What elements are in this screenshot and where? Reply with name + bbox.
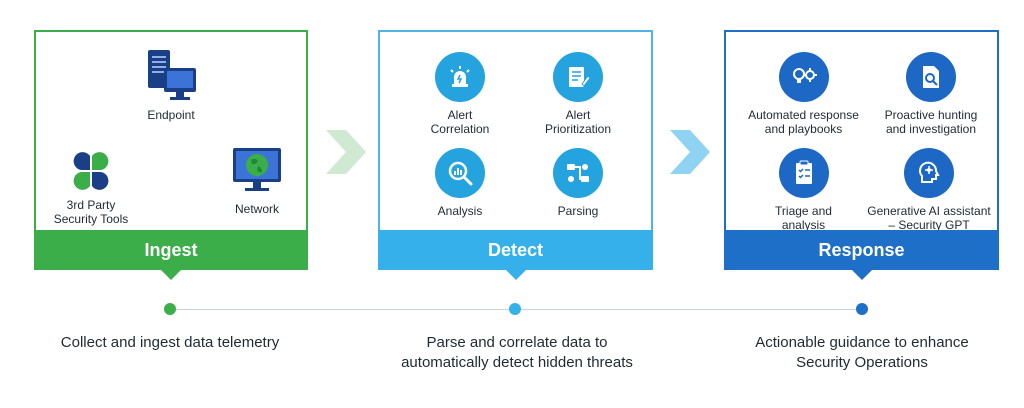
response-banner: Response [724, 230, 999, 280]
response-panel: Automated response and playbooks Proacti… [724, 30, 1000, 280]
globe-monitor-icon [233, 148, 281, 191]
endpoint-item: Endpoint [136, 48, 206, 122]
magnifier-chart-icon [435, 148, 485, 198]
alert-prioritization-item: Alert Prioritization [530, 52, 626, 136]
automated-response-item: Automated response and playbooks [736, 52, 871, 136]
analysis-item: Analysis [415, 148, 505, 218]
detect-banner: Detect [378, 230, 653, 280]
automated-response-label: Automated response and playbooks [748, 108, 859, 136]
response-timeline-dot [856, 303, 868, 315]
proactive-hunting-label: Proactive hunting and investigation [884, 108, 978, 136]
triage-label: Triage and analysis [775, 204, 832, 232]
bulb-gear-icon [778, 52, 829, 102]
third-party-label: 3rd Party Security Tools [53, 198, 129, 226]
chevron-right-icon [326, 130, 366, 174]
ingest-panel: Endpoint 3rd Party Security Tools Networ… [34, 30, 308, 280]
ingest-description: Collect and ingest data telemetry [60, 334, 280, 351]
detect-timeline-dot [509, 303, 521, 315]
detect-panel: Alert Correlation Alert Prioritization A… [378, 30, 653, 280]
ingest-timeline-dot [164, 303, 176, 315]
triage-item: Triage and analysis [751, 148, 856, 232]
generative-ai-label: Generative AI assistant – Security GPT [867, 204, 991, 232]
document-search-icon [906, 52, 956, 102]
network-label: Network [234, 202, 279, 216]
alarm-icon [435, 52, 485, 102]
ingest-banner: Ingest [34, 230, 308, 280]
network-item: Network [224, 146, 290, 216]
alert-prioritization-label: Alert Prioritization [544, 108, 612, 136]
third-party-item: 3rd Party Security Tools [46, 148, 136, 226]
ai-head-icon [904, 148, 954, 198]
parsing-label: Parsing [557, 204, 599, 218]
alert-correlation-label: Alert Correlation [430, 108, 490, 136]
chevron-right-icon [670, 130, 710, 174]
parsing-item: Parsing [530, 148, 626, 218]
four-leaf-icon [73, 152, 109, 190]
response-description: Actionable guidance to enhance Security … [755, 334, 969, 371]
data-flow-icon [553, 148, 603, 198]
proactive-hunting-item: Proactive hunting and investigation [866, 52, 996, 136]
alert-correlation-item: Alert Correlation [415, 52, 505, 136]
detect-description: Parse and correlate data to automaticall… [401, 334, 633, 371]
checklist-edit-icon [553, 52, 603, 102]
endpoint-label: Endpoint [147, 108, 195, 122]
generative-ai-item: Generative AI assistant – Security GPT [858, 148, 1000, 232]
analysis-label: Analysis [437, 204, 483, 218]
clipboard-icon [778, 148, 829, 198]
server-monitor-icon [148, 50, 196, 100]
